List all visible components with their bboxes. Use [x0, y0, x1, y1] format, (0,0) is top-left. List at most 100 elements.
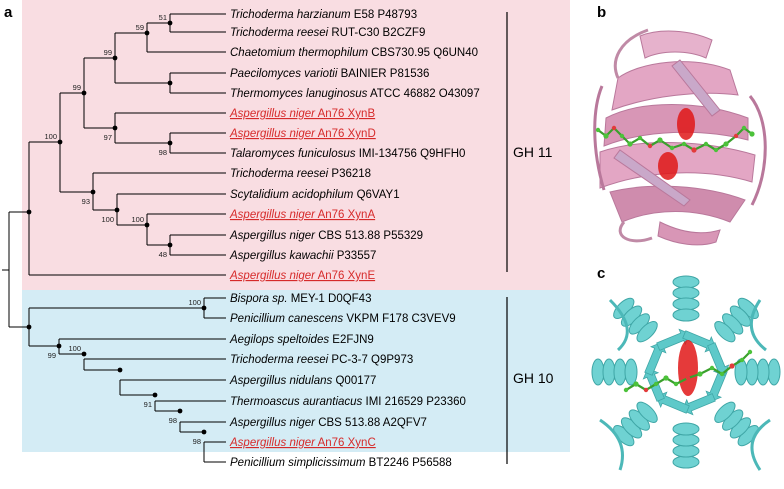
species-name: Thermomyces lanuginosus	[230, 88, 368, 100]
species-name: Aspergillus niger	[229, 230, 316, 242]
tree-node	[81, 351, 87, 357]
tree-node	[112, 55, 118, 61]
leaf-label: Trichoderma reesei RUT-C30 B2CZF9	[230, 27, 425, 39]
bootstrap-value: 98	[193, 437, 201, 446]
tree-node	[26, 324, 32, 330]
leaf-label: Trichoderma reesei P36218	[230, 168, 371, 180]
atom	[749, 131, 755, 137]
strain-accession: IMI 216529 P23360	[362, 396, 466, 408]
alpha-helix	[714, 401, 759, 447]
species-name: Aspergillus niger	[229, 417, 316, 429]
bootstrap-value: 100	[101, 215, 114, 224]
species-name: Bispora sp.	[230, 293, 288, 305]
strain-accession: P36218	[328, 168, 371, 180]
strain-accession: CBS 513.88 P55329	[315, 230, 423, 242]
atom	[709, 365, 715, 371]
bootstrap-value: 48	[159, 250, 167, 259]
leaf-label: Thermomyces lanuginosus ATCC 46882 O4309…	[230, 88, 480, 100]
atom	[713, 147, 719, 153]
atom	[627, 141, 633, 147]
leaf-label: Aspergillus nidulans Q00177	[229, 375, 376, 387]
bootstrap-value: 99	[104, 48, 112, 57]
tree-node	[56, 343, 62, 349]
bootstrap-value: 93	[82, 197, 90, 206]
species-name: Aspergillus nidulans	[229, 375, 333, 387]
strain-accession: E58 P48793	[351, 9, 418, 21]
alpha-helix	[734, 358, 781, 386]
species-name: Paecilomyces variotii	[230, 68, 338, 80]
leaf-labels: Trichoderma harzianum E58 P48793Trichode…	[229, 9, 480, 469]
beta-sheet	[611, 61, 739, 111]
leaf-label: Aspergillus niger An76 XynB	[229, 108, 375, 120]
atom	[647, 143, 653, 149]
atom	[595, 127, 601, 133]
gh10-label: GH 10	[513, 370, 554, 386]
loop	[613, 28, 649, 79]
species-name: Aspergillus kawachii	[229, 250, 334, 262]
species-name: Aspergillus niger	[229, 209, 316, 221]
beta-strand	[613, 149, 691, 207]
species-name: Trichoderma harzianum	[230, 9, 351, 21]
atom	[663, 375, 669, 381]
alpha-helix	[672, 422, 700, 469]
tree-node	[201, 429, 207, 435]
leaf-label: Penicillium simplicissimum BT2246 P56588	[230, 457, 452, 469]
species-name: Aspergillus niger	[229, 108, 316, 120]
tree-node	[144, 222, 150, 228]
strain-accession: An76 XynE	[315, 270, 375, 282]
atom	[681, 141, 687, 147]
beta-strand	[657, 221, 721, 246]
atom	[729, 363, 735, 369]
leaf-label: Aspergillus niger CBS 513.88 P55329	[229, 230, 423, 242]
alpha-helix	[613, 401, 658, 447]
alpha-helix	[714, 297, 759, 343]
tree-node	[167, 80, 173, 86]
bootstrap-value: 100	[188, 298, 201, 307]
strain-accession: An76 XynC	[315, 437, 376, 449]
alpha-helix	[672, 275, 700, 322]
tree-node	[90, 189, 96, 195]
loop	[748, 95, 767, 206]
species-name: Trichoderma reesei	[230, 27, 329, 39]
beta-strand	[682, 330, 717, 353]
bootstrap-value: 97	[104, 133, 112, 142]
leaf-label: Aspergillus niger CBS 513.88 A2QFV7	[229, 417, 427, 429]
strain-accession: IMI-134756 Q9HFH0	[356, 148, 466, 160]
tree-node	[152, 392, 158, 398]
atom	[723, 141, 729, 147]
beta-strand	[671, 59, 721, 117]
leaf-label: Aspergillus kawachii P33557	[229, 250, 376, 262]
alpha-helix	[591, 358, 638, 386]
panel-label-a: a	[4, 4, 13, 21]
species-name: Thermoascus aurantiacus	[230, 396, 363, 408]
strain-accession: BAINIER P81536	[337, 68, 429, 80]
tree-node	[201, 305, 207, 311]
bootstrap-value: 99	[73, 83, 81, 92]
strain-accession: An76 XynD	[315, 128, 376, 140]
strain-accession: MEY-1 D0QF43	[288, 293, 372, 305]
atom	[619, 133, 625, 139]
strain-accession: CBS730.95 Q6UN40	[368, 47, 478, 59]
leaf-label: Penicillium canescens VKPM F178 C3VEV9	[230, 313, 456, 325]
strain-accession: Q00177	[332, 375, 376, 387]
tree-node	[112, 125, 118, 131]
species-name: Chaetomium thermophilum	[230, 47, 368, 59]
leaf-label: Aspergillus niger An76 XynE	[229, 270, 375, 282]
bootstrap-value: 99	[48, 351, 56, 360]
beta-strand	[707, 342, 730, 377]
bond	[675, 377, 689, 385]
beta-strand	[656, 328, 691, 351]
atom	[643, 387, 649, 393]
leaf-label: Talaromyces funiculosus IMI-134756 Q9HFH…	[230, 148, 465, 160]
atom	[611, 125, 617, 131]
atom	[739, 357, 745, 363]
leaf-label: Aspergillus niger An76 XynA	[229, 209, 375, 221]
strain-accession: PC-3-7 Q9P973	[328, 354, 413, 366]
tree-node	[144, 30, 150, 36]
strain-accession: CBS 513.88 A2QFV7	[315, 417, 427, 429]
tree-nodes	[26, 20, 207, 435]
beta-strand	[639, 30, 713, 59]
bootstrap-value: 100	[68, 344, 81, 353]
atom	[657, 137, 663, 143]
